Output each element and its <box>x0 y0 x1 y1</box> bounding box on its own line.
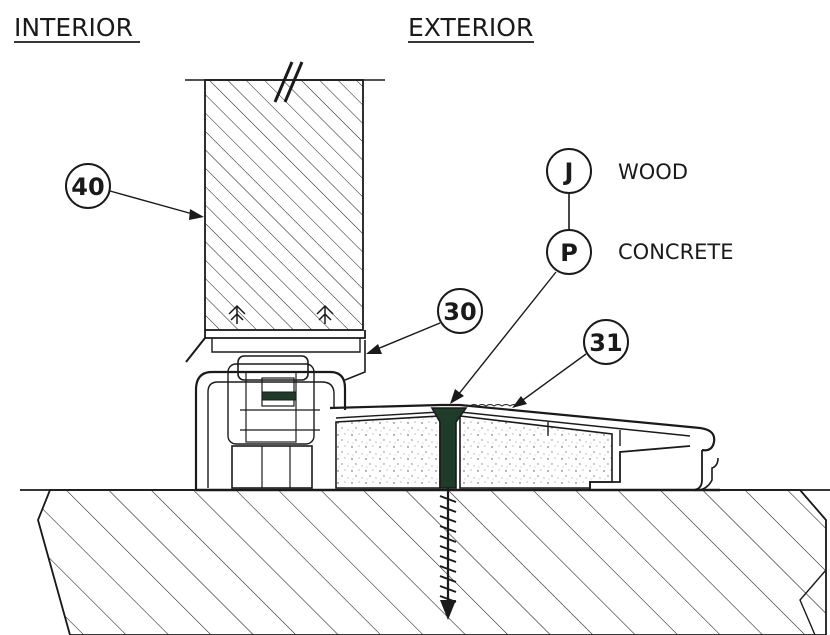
floor-slab <box>20 489 830 635</box>
threshold-profile <box>194 363 720 492</box>
svg-text:CONCRETE: CONCRETE <box>618 240 734 264</box>
break-mark-icon <box>273 61 304 103</box>
svg-text:30: 30 <box>443 298 476 326</box>
door-slab <box>185 61 385 331</box>
svg-text:EXTERIOR: EXTERIOR <box>408 13 533 42</box>
svg-text:INTERIOR: INTERIOR <box>14 13 133 42</box>
svg-text:40: 40 <box>71 173 104 201</box>
svg-text:31: 31 <box>589 329 622 357</box>
exterior-header: EXTERIOR <box>408 13 534 43</box>
svg-text:P: P <box>560 239 578 267</box>
fin-icon <box>316 304 334 324</box>
legend-item-wood: J WOOD <box>546 148 688 194</box>
callout-40: 40 <box>65 163 204 220</box>
svg-text:WOOD: WOOD <box>618 160 688 184</box>
svg-text:J: J <box>563 158 574 186</box>
legend-item-concrete: P CONCRETE <box>546 229 734 275</box>
legend: J WOOD P CONCRETE <box>450 148 734 404</box>
interior-header: INTERIOR <box>14 13 140 43</box>
anchor-screw <box>430 407 468 620</box>
callout-30: 30 <box>366 288 483 354</box>
callout-31: 31 <box>512 319 629 408</box>
fin-icon <box>228 304 246 324</box>
door-bottom-sweep <box>185 304 366 381</box>
